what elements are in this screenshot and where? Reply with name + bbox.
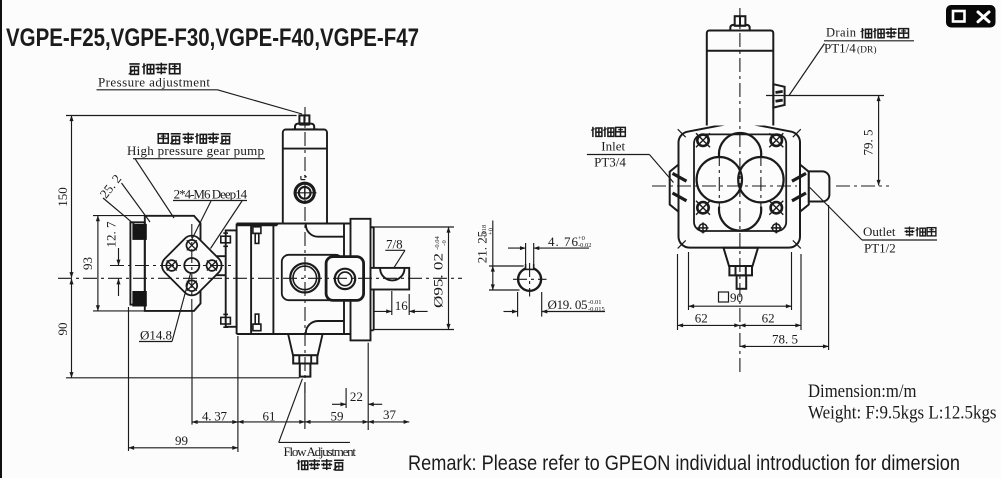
svg-text:37: 37 [383,407,397,422]
svg-text:99: 99 [175,433,188,448]
svg-text:Ø19. 05: Ø19. 05 [548,297,588,312]
svg-text:12. 7: 12. 7 [104,221,119,248]
svg-text:21. 25: 21. 25 [475,231,490,264]
svg-text:High pressure gear pump: High pressure gear pump [127,143,264,158]
svg-text:Pressure adjustment: Pressure adjustment [98,75,210,90]
svg-text:-0.04: -0.04 [434,235,441,249]
svg-text:-0: -0 [441,240,448,245]
svg-text:PT1/4: PT1/4 [824,40,856,55]
svg-text:22: 22 [350,389,363,404]
svg-text:Outlet: Outlet [863,224,896,239]
svg-text:-0.02: -0.02 [578,242,592,249]
svg-text:7/8: 7/8 [386,237,403,252]
svg-text:Flow Adjustment: Flow Adjustment [284,444,357,459]
svg-text:-0.18: -0.18 [481,225,488,239]
svg-text:+0: +0 [578,235,585,242]
svg-text:PT1/2: PT1/2 [864,241,896,256]
svg-text:Inlet: Inlet [601,139,625,154]
svg-text:90: 90 [55,323,70,336]
svg-text:-0.01: -0.01 [588,299,602,306]
svg-text:Remark: Please refer to GPEON: Remark: Please refer to GPEON individual… [408,451,960,475]
svg-text:Dimension:m/m: Dimension:m/m [808,382,917,402]
svg-text:Ø14.8: Ø14.8 [140,328,172,343]
svg-text:-0.015: -0.015 [588,306,605,313]
svg-text:4. 76: 4. 76 [548,234,579,249]
svg-text:78. 5: 78. 5 [772,332,798,347]
svg-text:62: 62 [695,311,708,326]
svg-text:+0: +0 [488,228,495,235]
svg-text:16: 16 [395,298,409,313]
svg-text:VGPE-F25,VGPE-F30,VGPE-F40,VGP: VGPE-F25,VGPE-F30,VGPE-F40,VGPE-F47 [6,24,419,52]
svg-text:PT3/4: PT3/4 [594,155,626,170]
svg-text:79. 5: 79. 5 [861,130,876,156]
svg-text:2*4-M6 Deep14: 2*4-M6 Deep14 [174,187,248,202]
svg-text:61: 61 [263,409,276,424]
svg-text:Ø95. 02: Ø95. 02 [431,253,446,308]
svg-text:59: 59 [331,409,344,424]
svg-text:150: 150 [55,187,70,207]
svg-text:Drain: Drain [826,26,857,40]
svg-text:93: 93 [80,257,95,270]
svg-text:4. 37: 4. 37 [202,409,228,424]
svg-text:Weight: F:9.5kgs L:12.5kgs: Weight: F:9.5kgs L:12.5kgs [808,403,997,424]
svg-text:90: 90 [730,290,743,305]
svg-text:(DR): (DR) [857,44,877,55]
svg-text:62: 62 [762,311,775,326]
